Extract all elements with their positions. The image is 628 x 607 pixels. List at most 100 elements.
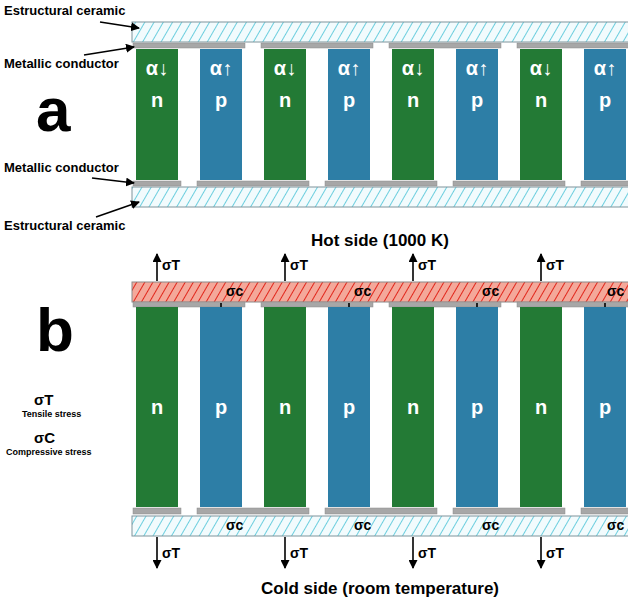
leg-type: p	[471, 396, 483, 418]
leg-type: p	[215, 89, 227, 111]
ceramic-plate	[132, 516, 628, 536]
stress-label: σT	[162, 546, 180, 561]
stress-label: σT	[162, 258, 180, 273]
seebeck-symbol: α↓	[402, 57, 424, 79]
n-leg: n	[136, 307, 178, 507]
side-label: Hot side (1000 K)	[311, 232, 449, 251]
leg-type: p	[343, 396, 355, 418]
leg-type: p	[599, 396, 611, 418]
p-leg: p	[456, 307, 498, 507]
p-leg: p	[584, 307, 626, 507]
metal-conductor	[197, 508, 309, 514]
leg-type: n	[407, 396, 419, 418]
stress-label: σc	[226, 284, 243, 299]
panel-letter: b	[36, 296, 74, 364]
legend-text: Tensile stress	[22, 410, 81, 420]
legend-symbol: σT	[34, 392, 53, 409]
hot-plate	[132, 282, 628, 302]
metal-conductor	[453, 181, 565, 186]
stress-arrow	[412, 254, 414, 281]
stress-label: σc	[482, 518, 499, 533]
leg-type: n	[151, 89, 163, 111]
ceramic-plate	[132, 22, 628, 42]
leg-type: n	[279, 89, 291, 111]
stress-label: σc	[482, 284, 499, 299]
side-label: Cold side (room temperature)	[261, 580, 499, 599]
p-leg: p	[328, 307, 370, 507]
metal-conductor	[389, 43, 501, 48]
p-leg: α↑ p	[200, 49, 242, 180]
stress-arrow	[284, 537, 286, 568]
part-label: Estructural ceramic	[4, 219, 125, 233]
part-label: Metallic conductor	[4, 161, 119, 175]
n-leg: α↓ n	[136, 49, 178, 180]
stress-arrow	[412, 537, 414, 568]
metal-conductor	[261, 43, 373, 48]
metal-conductors	[133, 43, 628, 514]
stress-arrow	[540, 254, 542, 281]
stress-arrow	[96, 202, 139, 217]
metal-conductor	[133, 43, 245, 48]
n-leg: α↓ n	[264, 49, 306, 180]
stress-label: σc	[354, 518, 371, 533]
leg-type: p	[471, 89, 483, 111]
seebeck-symbol: α↑	[466, 57, 488, 79]
stress-arrow	[284, 254, 286, 281]
p-leg: α↑ p	[328, 49, 370, 180]
leg-type: n	[151, 396, 163, 418]
stress-arrow	[92, 178, 134, 183]
stress-label: σc	[354, 284, 371, 299]
p-leg: α↑ p	[584, 49, 626, 180]
stress-label: σT	[418, 546, 436, 561]
legend-symbol: σC	[34, 430, 55, 447]
stress-label: σc	[607, 284, 624, 299]
seebeck-symbol: α↓	[274, 57, 296, 79]
legend-text: Compressive stress	[6, 448, 92, 458]
metal-conductor	[133, 508, 181, 514]
p-leg: p	[200, 307, 242, 507]
leg-type: n	[407, 89, 419, 111]
metal-conductor	[325, 508, 437, 514]
leg-type: p	[215, 396, 227, 418]
seebeck-symbol: α↑	[594, 57, 616, 79]
metal-conductor	[197, 181, 309, 186]
n-leg: n	[520, 307, 562, 507]
stress-arrow	[540, 537, 542, 568]
n-leg: α↓ n	[520, 49, 562, 180]
n-leg: α↓ n	[392, 49, 434, 180]
metal-conductor	[517, 43, 628, 48]
leg-type: p	[599, 89, 611, 111]
stress-label: σT	[418, 258, 436, 273]
part-label: Estructural ceramic	[4, 4, 125, 18]
metal-conductor	[325, 181, 437, 186]
seebeck-symbol: α↓	[146, 57, 168, 79]
stress-arrows	[84, 22, 605, 568]
ceramic-plate	[132, 187, 628, 207]
panel-letter: a	[36, 76, 70, 144]
leg-type: n	[535, 396, 547, 418]
stress-label: σT	[290, 258, 308, 273]
part-label: Metallic conductor	[4, 57, 119, 71]
metal-conductor	[581, 508, 628, 514]
metal-conductor	[581, 181, 628, 186]
stress-arrow	[84, 47, 134, 55]
seebeck-symbol: α↑	[338, 57, 360, 79]
metal-conductor	[453, 508, 565, 514]
leg-type: n	[279, 396, 291, 418]
n-leg: n	[392, 307, 434, 507]
stress-arrow	[156, 254, 158, 281]
stress-arrow	[100, 22, 139, 28]
stress-arrow	[156, 537, 158, 568]
n-leg: n	[264, 307, 306, 507]
stress-label: σc	[226, 518, 243, 533]
seebeck-symbol: α↓	[530, 57, 552, 79]
seebeck-symbol: α↑	[210, 57, 232, 79]
leg-type: n	[535, 89, 547, 111]
leg-type: p	[343, 89, 355, 111]
stress-label: σT	[546, 546, 564, 561]
p-leg: α↑ p	[456, 49, 498, 180]
stress-label: σT	[290, 546, 308, 561]
metal-conductor	[133, 181, 181, 186]
stress-label: σT	[546, 258, 564, 273]
stress-label: σc	[607, 518, 624, 533]
